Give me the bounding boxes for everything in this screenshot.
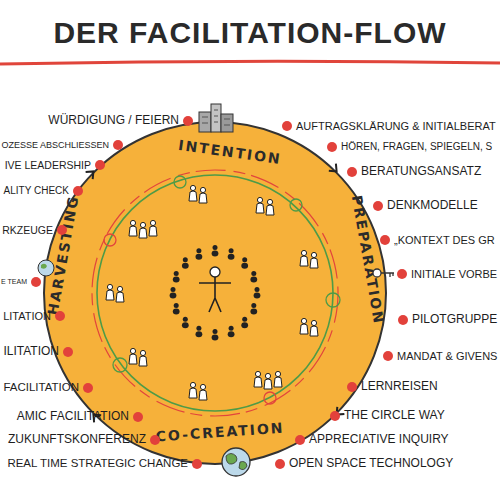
method-label: APPRECIATIVE INQUIRY xyxy=(309,433,449,447)
method-label: DENKMODELLE xyxy=(387,199,478,213)
bullet-dot xyxy=(373,201,383,211)
method-label: E TEAM xyxy=(1,278,27,286)
method-label: ZUKUNFTSKONFERENZ xyxy=(8,433,146,447)
method-label: OZESSE ABSCHLIESSEN xyxy=(1,140,109,150)
method-label: ALITY CHECK xyxy=(4,185,69,197)
method-label: BERATUNGSANSATZ xyxy=(361,165,481,179)
method-label: LERNREISEN xyxy=(361,380,438,394)
bullet-dot xyxy=(31,277,41,287)
method-label: MANDAT & GIVENS xyxy=(397,350,497,363)
method-label: INITIALE VORBE xyxy=(411,268,497,281)
bullet-dot xyxy=(383,351,393,361)
diagram-title: DER FACILITATION-FLOW xyxy=(53,16,446,50)
method-label: ILITATION xyxy=(3,345,59,359)
bullet-dot xyxy=(398,315,408,325)
method-label: OPEN SPACE TECHNOLOGY xyxy=(289,457,453,471)
title-underline xyxy=(0,61,500,64)
bullet-dot xyxy=(275,459,285,469)
method-label: LITATION xyxy=(3,310,51,323)
method-label: THE CIRCLE WAY xyxy=(344,409,445,423)
method-label: FACILITATION xyxy=(3,381,79,394)
method-label: AMIC FACILITATION xyxy=(17,410,129,424)
bullet-dot xyxy=(397,269,407,279)
method-label: RKZEUGE xyxy=(2,224,53,236)
method-label: PILOTGRUPPE xyxy=(412,313,497,327)
title-underline xyxy=(0,61,500,64)
bullet-dot xyxy=(282,121,292,131)
bullet-dot xyxy=(327,142,337,152)
method-label: IVE LEADERSHIP xyxy=(5,159,91,171)
method-label: HÖREN, FRAGEN, SPIEGELN, S xyxy=(341,141,492,153)
method-label: REAL TIME STRATEGIC CHANGE xyxy=(7,457,188,470)
method-label: WÜRDIGUNG / FEIERN xyxy=(48,114,179,128)
bullet-dot xyxy=(113,140,123,150)
method-label: AUFTRAGSKLÄRUNG & INITIALBERAT xyxy=(296,120,496,133)
bullet-dot xyxy=(347,167,357,177)
bullet-dot xyxy=(380,235,390,245)
method-label: „KONTEXT DES GR xyxy=(394,234,495,247)
